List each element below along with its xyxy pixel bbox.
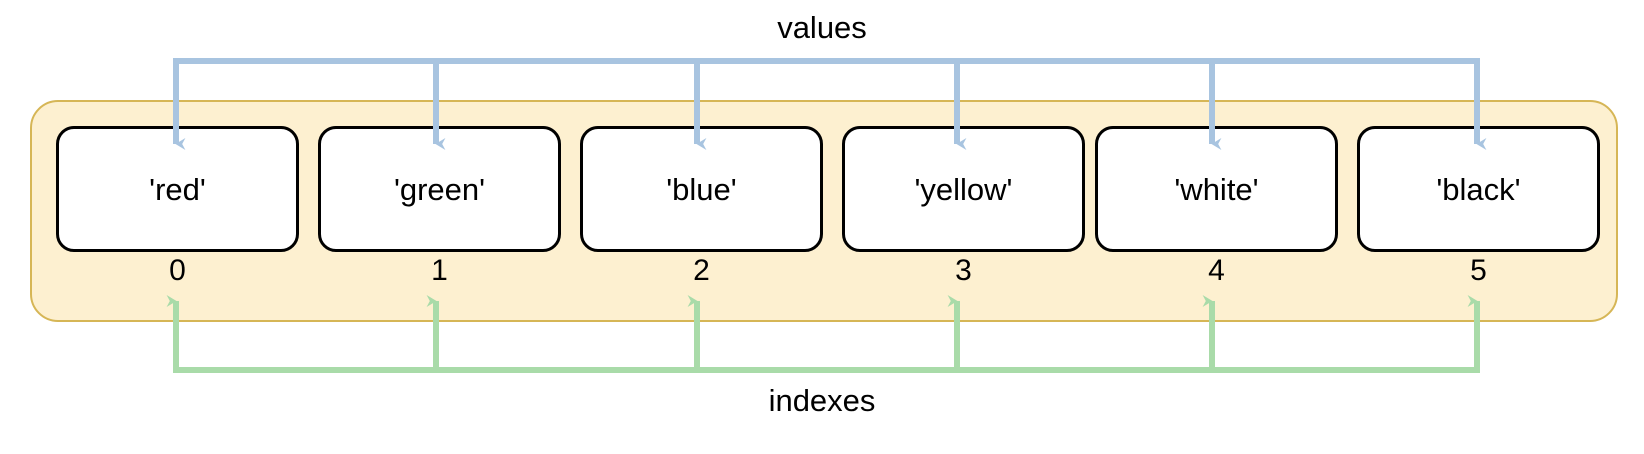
- array-cell-value: 'red': [149, 171, 206, 207]
- array-cell-2[interactable]: 'blue': [580, 126, 823, 252]
- array-index-1: 1: [431, 254, 448, 287]
- values-caption: values: [777, 10, 867, 45]
- array-index-5: 5: [1470, 254, 1487, 287]
- indexes-caption: indexes: [768, 383, 876, 418]
- array-cell-value: 'green': [393, 171, 486, 207]
- array-cell-value: 'blue': [666, 171, 737, 207]
- array-cell-1[interactable]: 'green': [318, 126, 561, 252]
- array-cell-4[interactable]: 'white': [1095, 126, 1338, 252]
- array-cell-value: 'yellow': [914, 171, 1013, 207]
- array-index-3: 3: [955, 254, 972, 287]
- array-index-0: 0: [169, 254, 186, 287]
- array-cell-0[interactable]: 'red': [56, 126, 299, 252]
- array-index-4: 4: [1208, 254, 1225, 287]
- array-cell-3[interactable]: 'yellow': [842, 126, 1085, 252]
- array-cell-value: 'white': [1174, 171, 1259, 207]
- array-cell-value: 'black': [1436, 171, 1521, 207]
- array-cell-5[interactable]: 'black': [1357, 126, 1600, 252]
- array-index-2: 2: [693, 254, 710, 287]
